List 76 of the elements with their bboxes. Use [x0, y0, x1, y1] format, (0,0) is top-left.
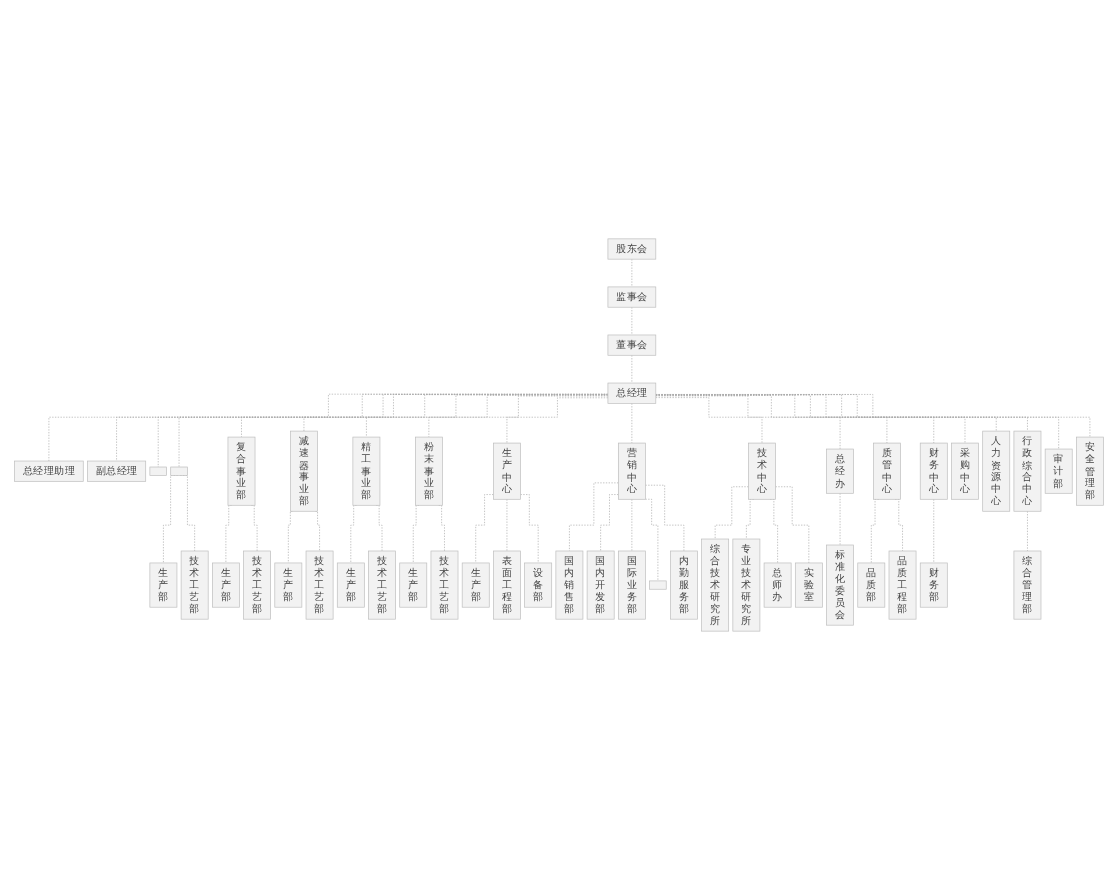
node-box: 人力资源中心 — [981, 430, 1010, 512]
node-box: 技术工艺部 — [367, 550, 396, 619]
connector — [428, 395, 608, 437]
node-box: 采购中心 — [950, 442, 979, 500]
node-box: 总经办 — [825, 448, 854, 494]
node-box: 综合管理部 — [1013, 550, 1041, 619]
node-box: 生产部 — [336, 562, 365, 608]
connector — [412, 504, 419, 563]
connector — [644, 484, 684, 551]
node-box: 副总经理 — [86, 460, 146, 482]
node-box: 技术工艺部 — [305, 550, 333, 619]
connector — [644, 498, 658, 581]
node-box: 审计部 — [1044, 448, 1073, 494]
connector — [654, 395, 840, 449]
node-box: 生产部 — [149, 562, 177, 608]
node-box: 表面工程部 — [492, 550, 521, 619]
node-box: 标准化委员会 — [825, 544, 854, 625]
node-box: 技术工艺部 — [242, 550, 271, 619]
node-box: 财务中心 — [919, 442, 948, 500]
node-box: 技术中心 — [747, 442, 776, 500]
connector — [303, 394, 608, 431]
node-box: 精工事业部 — [352, 436, 380, 506]
connector — [506, 396, 608, 443]
node-box: 行政综合中心 — [1013, 430, 1041, 512]
connector — [365, 394, 608, 437]
connector — [240, 393, 608, 437]
node-box: 专业技术研究所 — [732, 538, 760, 631]
node-box: 生产部 — [398, 562, 427, 608]
node-box: 设备部 — [523, 562, 552, 608]
connector — [654, 396, 762, 443]
node-box: 国内销售部 — [555, 550, 583, 619]
connector — [225, 504, 232, 563]
node-box: 总经理 — [607, 382, 656, 404]
node-box: 总经理助理 — [13, 460, 84, 482]
node-box: 生产部 — [211, 562, 240, 608]
node-box: 财务部 — [919, 562, 948, 608]
node-box — [149, 466, 167, 476]
connector — [654, 393, 1059, 449]
node-box: 监事会 — [607, 286, 656, 308]
node-box: 生产中心 — [492, 442, 521, 500]
connector — [654, 394, 887, 443]
node-box: 股东会 — [607, 238, 656, 259]
node-box: 生产部 — [273, 562, 302, 608]
node-box: 国内开发部 — [586, 550, 614, 619]
connector — [870, 498, 879, 563]
connector — [349, 504, 357, 563]
connector — [287, 510, 293, 563]
connector — [568, 482, 619, 551]
connector — [474, 493, 494, 563]
node-box: 品质部 — [856, 562, 885, 608]
node-box — [648, 580, 667, 590]
node-box: 总师办 — [763, 562, 791, 608]
connector — [745, 498, 754, 539]
node-box: 品质工程部 — [888, 550, 916, 619]
node-box: 复合事业部 — [227, 436, 255, 506]
node-box: 综合技术研究所 — [700, 538, 729, 631]
connector — [314, 510, 320, 551]
connector — [932, 498, 934, 563]
connector — [599, 493, 619, 551]
node-box: 营销中心 — [617, 442, 646, 500]
node-box: 减速器事业部 — [289, 430, 318, 512]
node-box: 内勤服务部 — [669, 550, 698, 619]
connector — [1026, 510, 1028, 551]
connector — [714, 485, 749, 539]
node-box: 实验室 — [794, 562, 823, 608]
connector — [519, 493, 539, 563]
node-box: 生产部 — [461, 562, 490, 608]
node-box: 安全管理部 — [1075, 436, 1104, 506]
node-box: 质管中心 — [872, 442, 901, 500]
connector — [654, 393, 1090, 437]
node-box: 技术工艺部 — [180, 550, 209, 619]
node-box: 董事会 — [607, 334, 656, 356]
node-box — [169, 466, 188, 476]
node-box: 粉末事业部 — [414, 436, 443, 506]
node-box: 技术工艺部 — [430, 550, 458, 619]
node-box: 国际业务部 — [617, 550, 646, 619]
